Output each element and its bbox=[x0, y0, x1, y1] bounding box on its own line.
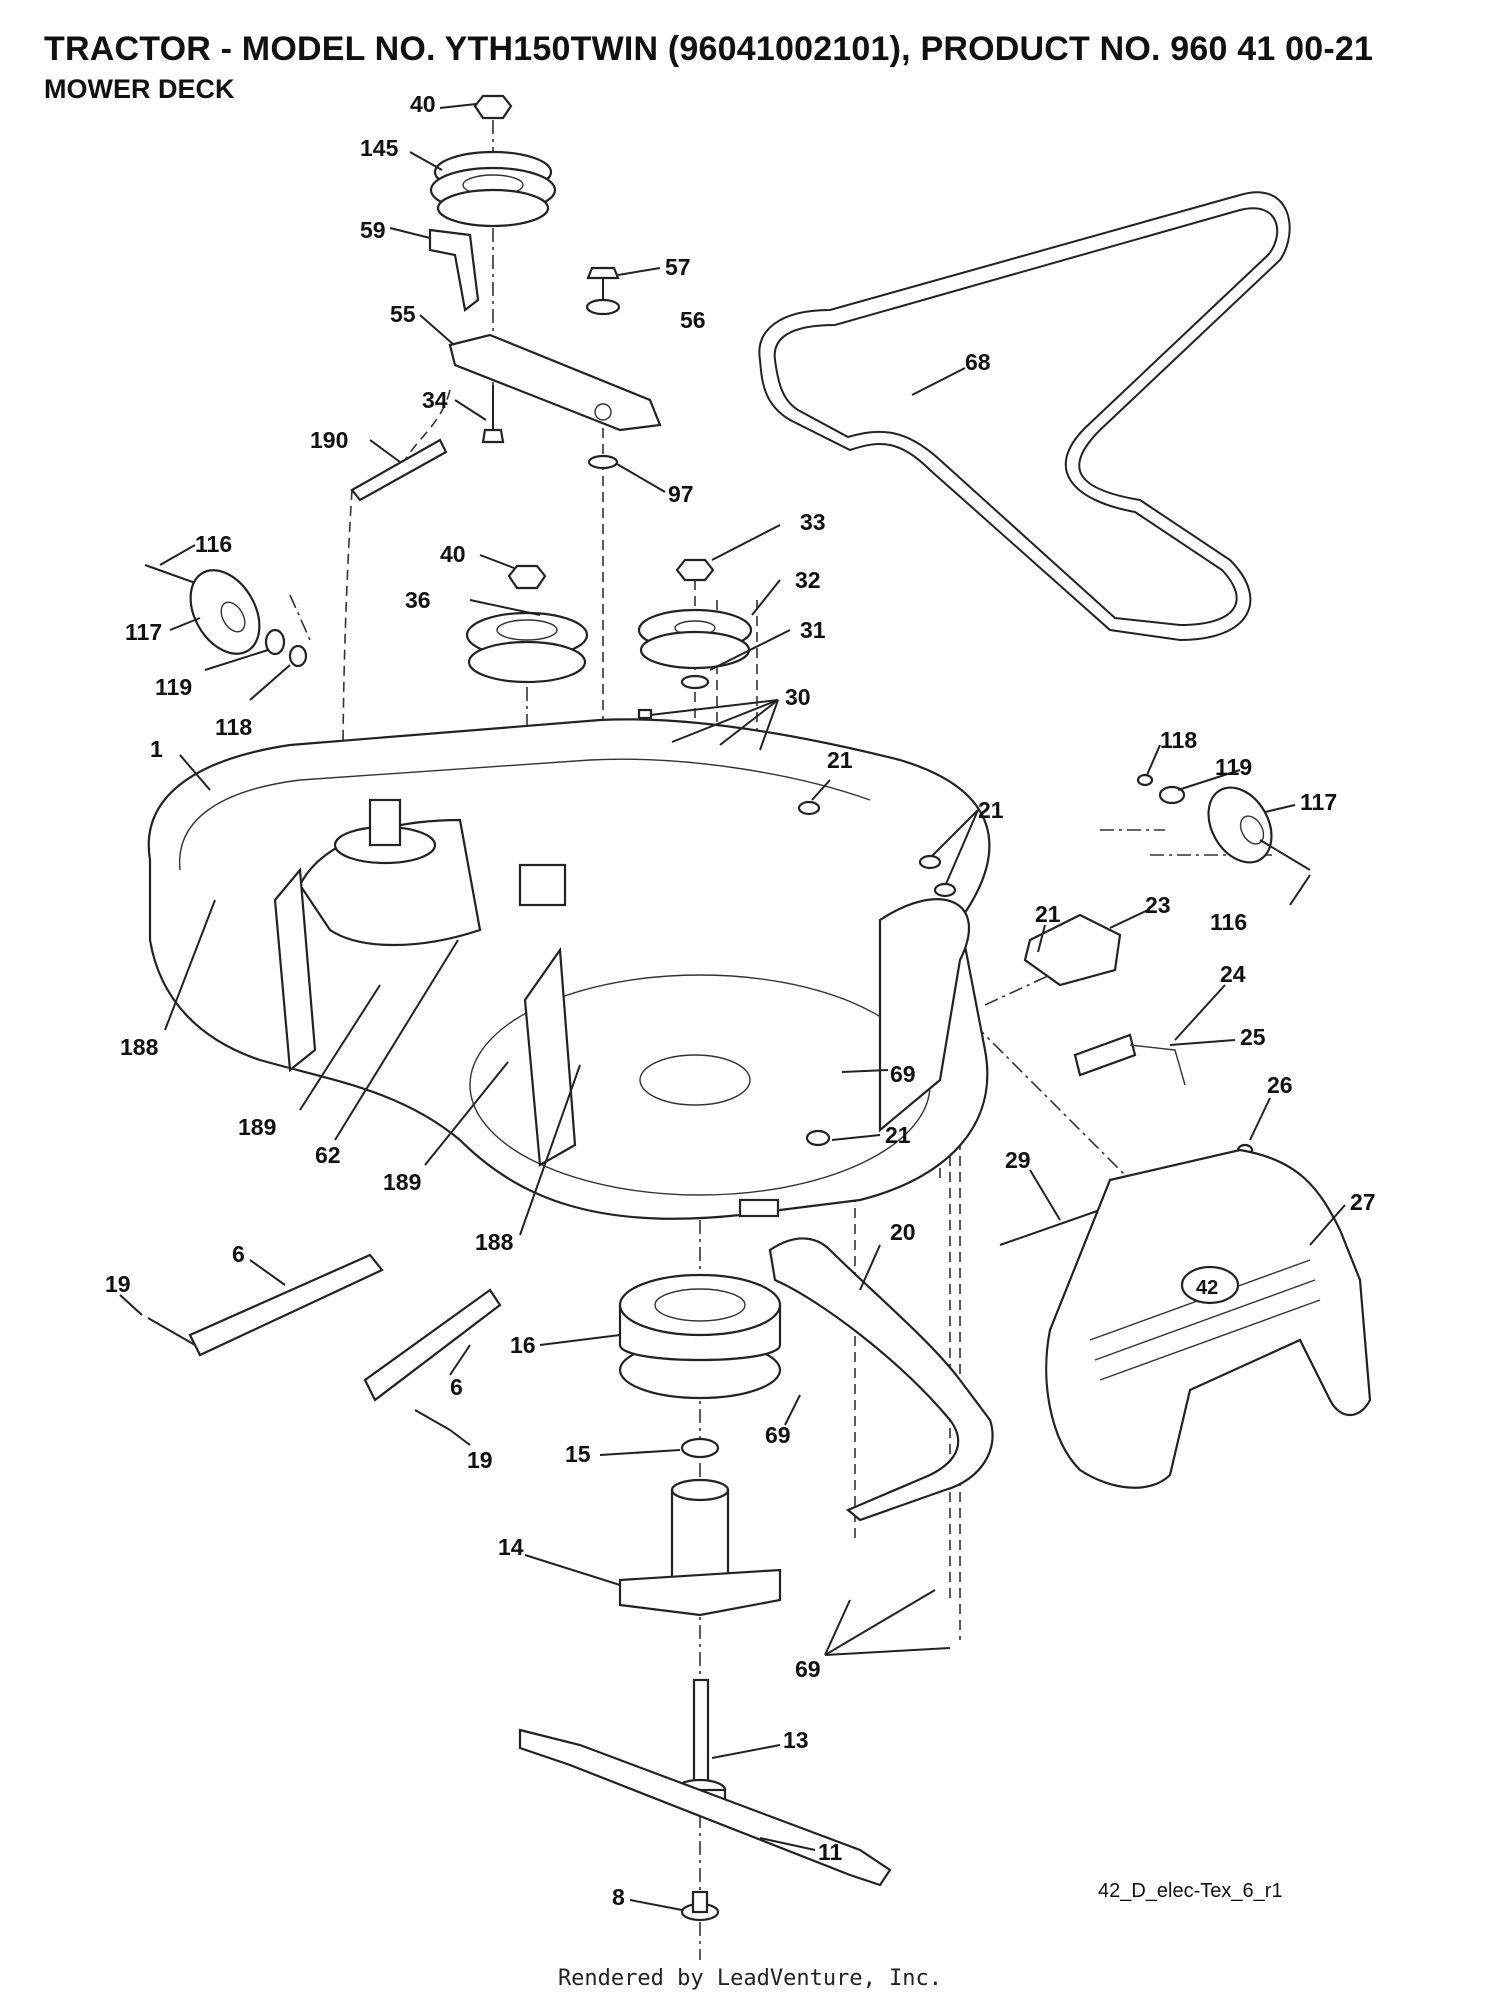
callout-21: 21 bbox=[885, 1122, 911, 1148]
callout-19: 19 bbox=[467, 1447, 493, 1473]
bolt-34 bbox=[481, 385, 505, 444]
callout-16: 16 bbox=[510, 1332, 536, 1358]
callout-labels: 40 145 59 57 56 55 68 34 190 97 116 33 4… bbox=[105, 91, 1376, 1910]
callout-118: 118 bbox=[1160, 727, 1197, 753]
callout-26: 26 bbox=[1267, 1072, 1293, 1098]
callout-23: 23 bbox=[1145, 892, 1171, 918]
page-subtitle: MOWER DECK bbox=[44, 74, 235, 104]
callout-55: 55 bbox=[390, 301, 416, 327]
callout-68: 68 bbox=[965, 349, 991, 375]
callout-21: 21 bbox=[1035, 901, 1061, 927]
rod-29 bbox=[999, 1209, 1101, 1246]
callout-188: 188 bbox=[475, 1229, 514, 1255]
callout-20: 20 bbox=[890, 1219, 916, 1245]
callout-118: 118 bbox=[215, 714, 252, 740]
callout-11: 11 bbox=[818, 1839, 843, 1865]
callout-116: 116 bbox=[1210, 909, 1247, 935]
drive-belt-68 bbox=[758, 191, 1291, 642]
idler-pulley-36 bbox=[465, 564, 589, 684]
leader-lines bbox=[119, 103, 1346, 1911]
callout-15: 15 bbox=[565, 1441, 591, 1467]
callout-14: 14 bbox=[498, 1534, 524, 1560]
callout-69: 69 bbox=[795, 1656, 821, 1682]
callout-56: 56 bbox=[680, 307, 706, 333]
callout-188: 188 bbox=[120, 1034, 159, 1060]
deck-size-badge: 42 bbox=[1196, 1277, 1218, 1299]
lift-arm-6-lower bbox=[363, 1288, 502, 1402]
callout-25: 25 bbox=[1240, 1024, 1266, 1050]
callout-97: 97 bbox=[668, 481, 694, 507]
spindle-housing-14 bbox=[618, 1478, 782, 1617]
callout-69: 69 bbox=[890, 1061, 916, 1087]
washer-97 bbox=[587, 454, 619, 470]
callout-119: 119 bbox=[1215, 754, 1252, 780]
callout-29: 29 bbox=[1005, 1147, 1031, 1173]
mower-deck-1 bbox=[147, 718, 991, 1220]
callout-62: 62 bbox=[315, 1142, 341, 1168]
callout-119: 119 bbox=[155, 674, 192, 700]
page-title: TRACTOR - MODEL NO. YTH150TWIN (96041002… bbox=[44, 30, 1374, 68]
callout-13: 13 bbox=[783, 1727, 809, 1753]
callout-36: 36 bbox=[405, 587, 431, 613]
bracket-23 bbox=[1023, 913, 1122, 987]
callout-190: 190 bbox=[310, 427, 348, 453]
idler-arm-55 bbox=[448, 333, 662, 432]
callout-189: 189 bbox=[238, 1114, 276, 1140]
gauge-wheel-left bbox=[144, 564, 308, 668]
callout-40: 40 bbox=[410, 91, 436, 117]
callout-117: 117 bbox=[1300, 789, 1337, 815]
callout-57: 57 bbox=[665, 254, 691, 280]
bolts-19 bbox=[147, 1317, 451, 1431]
callout-31: 31 bbox=[800, 617, 826, 643]
callout-24: 24 bbox=[1220, 961, 1246, 987]
belt-guide-59 bbox=[428, 228, 480, 312]
washer-15 bbox=[680, 1437, 720, 1459]
discharge-chute-27: 42 bbox=[1045, 1148, 1372, 1489]
baffle-20 bbox=[768, 1237, 994, 1522]
spacer-16 bbox=[618, 1273, 782, 1400]
pulley-32 bbox=[637, 558, 753, 690]
drawing-code: 42_D_elec-Tex_6_r1 bbox=[1098, 1880, 1283, 1902]
callout-33: 33 bbox=[800, 509, 826, 535]
spring-25 bbox=[1073, 1033, 1137, 1077]
callout-69: 69 bbox=[765, 1422, 791, 1448]
lift-arm-6-upper bbox=[188, 1253, 384, 1357]
callout-189: 189 bbox=[383, 1169, 421, 1195]
footer-credit: Rendered by LeadVenture, Inc. bbox=[557, 1966, 943, 1991]
bolt-57 bbox=[586, 266, 620, 305]
callout-116: 116 bbox=[195, 531, 232, 557]
callout-21: 21 bbox=[978, 797, 1004, 823]
callout-6: 6 bbox=[232, 1241, 245, 1267]
callout-21: 21 bbox=[827, 747, 853, 773]
gauge-wheel-right bbox=[1136, 773, 1311, 871]
idler-pulley-145 bbox=[429, 94, 557, 228]
callout-40: 40 bbox=[440, 541, 466, 567]
callout-145: 145 bbox=[360, 135, 399, 161]
callout-30: 30 bbox=[785, 684, 811, 710]
spring-190 bbox=[350, 438, 448, 502]
callout-117: 117 bbox=[125, 619, 162, 645]
callout-19: 19 bbox=[105, 1271, 131, 1297]
callout-6: 6 bbox=[450, 1374, 463, 1400]
washer-56 bbox=[585, 298, 621, 316]
callout-27: 27 bbox=[1350, 1189, 1376, 1215]
blade-bolt-8 bbox=[680, 1890, 720, 1922]
callout-59: 59 bbox=[360, 217, 386, 243]
callout-34: 34 bbox=[422, 387, 448, 413]
callout-1: 1 bbox=[150, 736, 163, 762]
callout-32: 32 bbox=[795, 567, 821, 593]
callout-8: 8 bbox=[612, 1884, 625, 1910]
